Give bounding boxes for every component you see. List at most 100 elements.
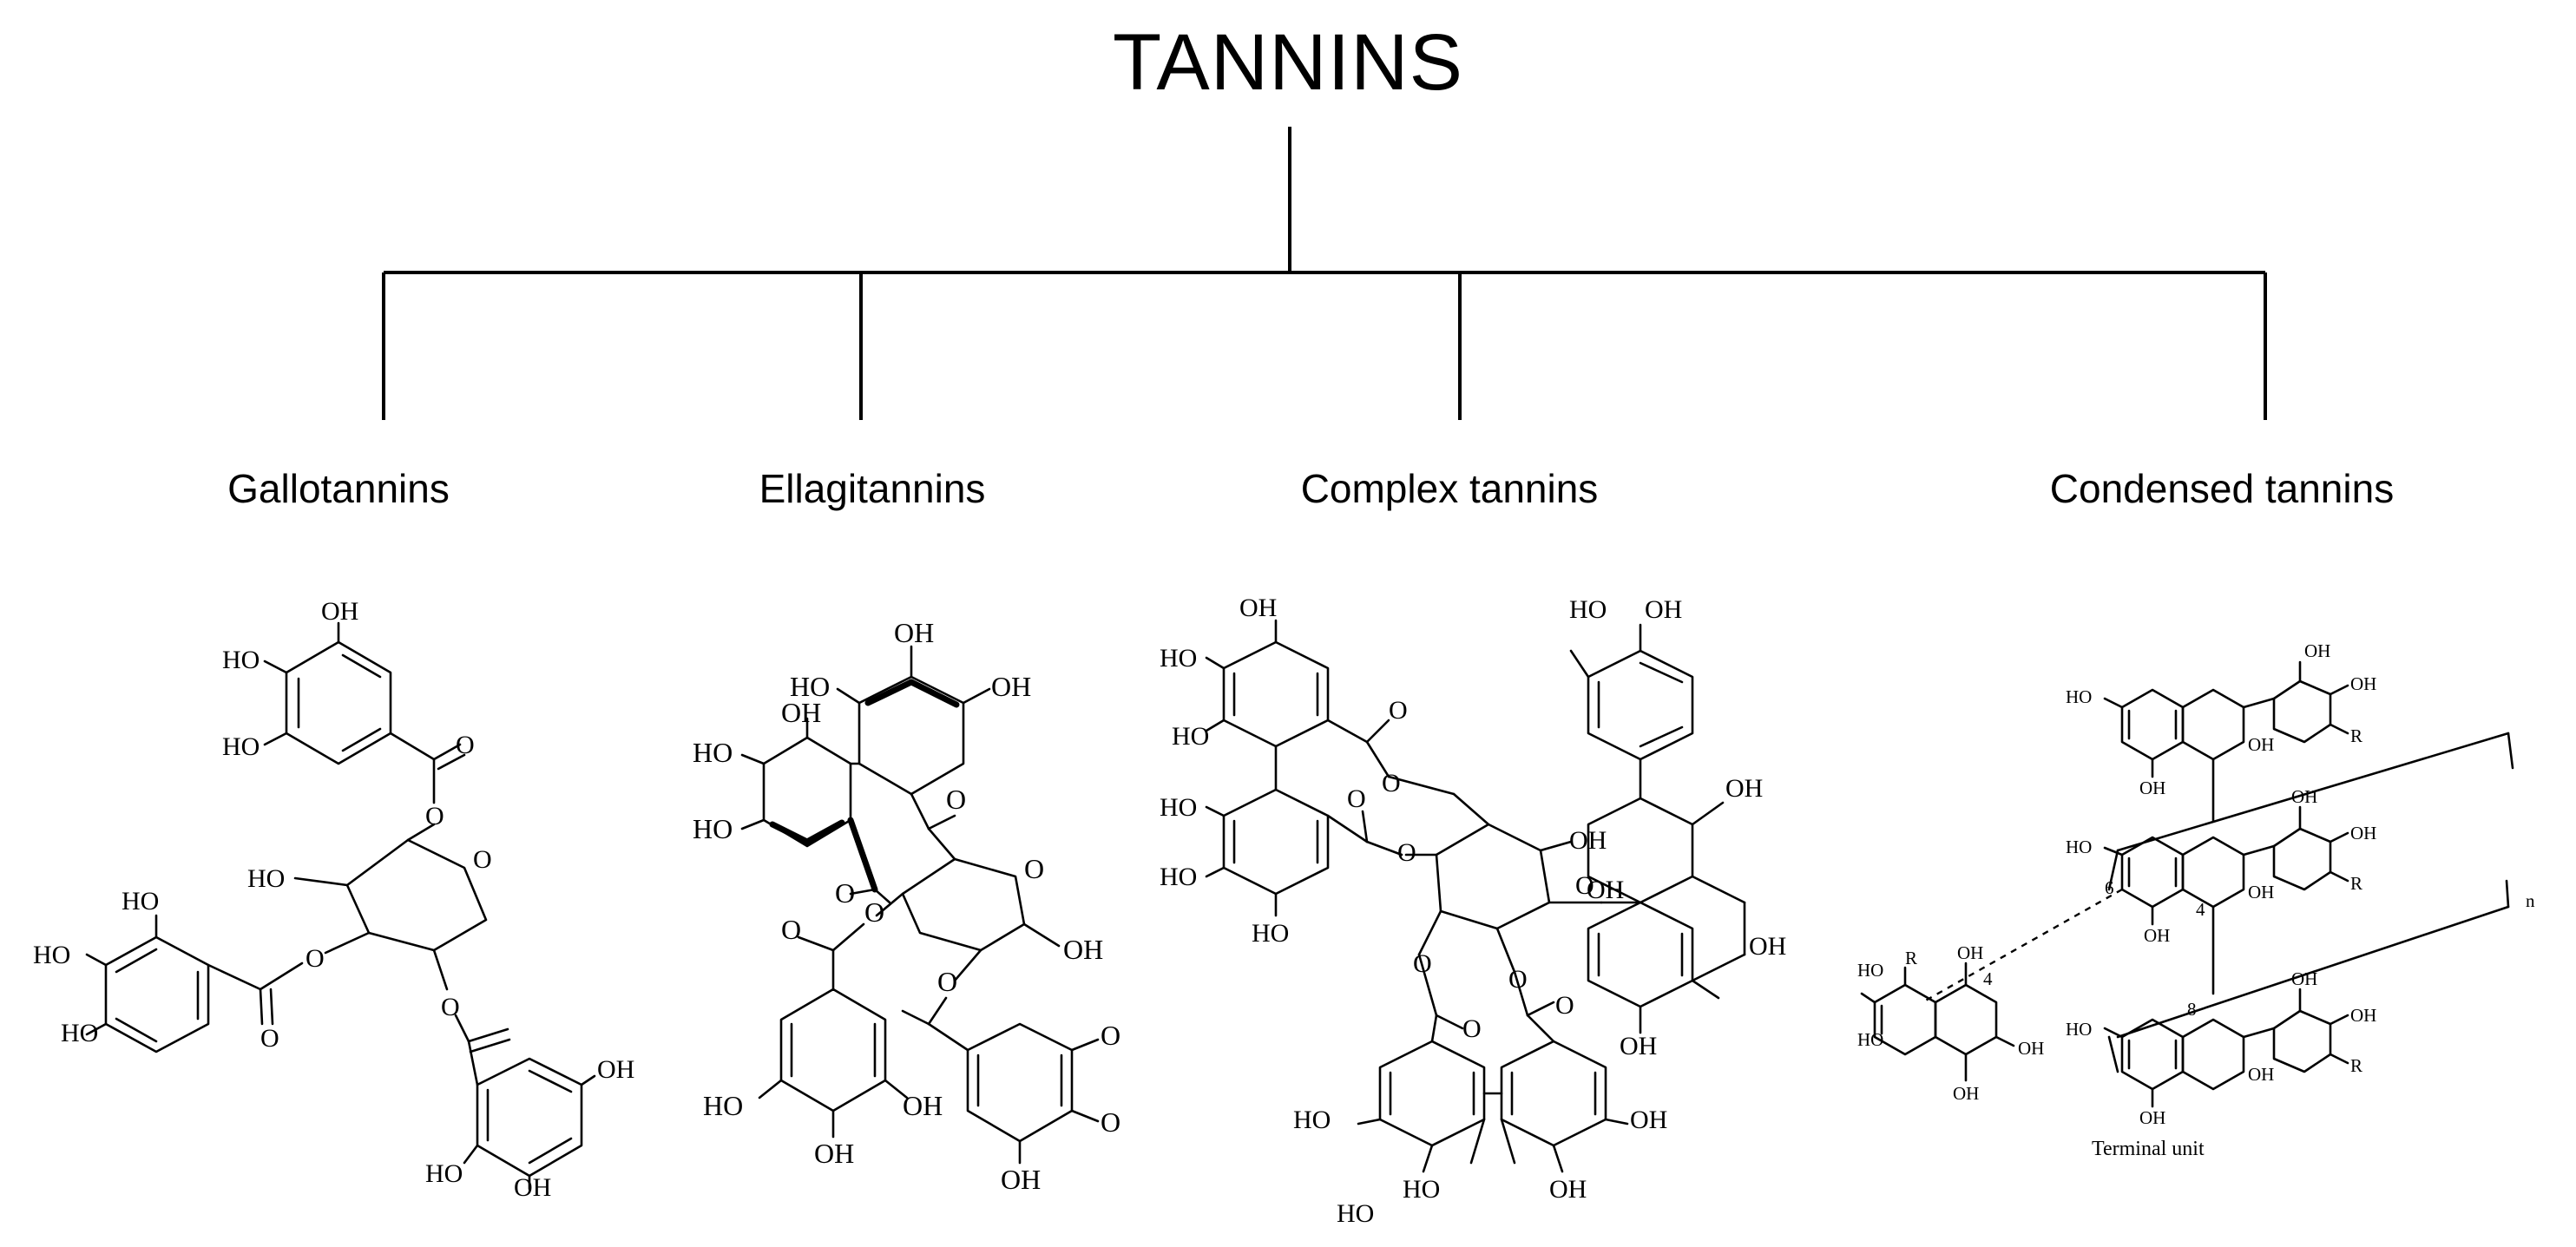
label: OH (814, 1138, 854, 1169)
label: HO (790, 671, 830, 702)
label: HO (247, 864, 285, 893)
label: n (2526, 890, 2535, 911)
label: HO (222, 732, 260, 761)
category-ellagitannins: Ellagitannins (759, 466, 986, 511)
label: O (1347, 784, 1366, 813)
label: O (946, 784, 966, 815)
label: OH (1620, 1032, 1657, 1060)
label: OH (2139, 1107, 2165, 1128)
label: O (1024, 853, 1044, 884)
label: HO (122, 887, 159, 916)
label: HO (1160, 644, 1197, 673)
label: OH (597, 1055, 634, 1084)
label: O (1101, 1020, 1120, 1051)
label: OH (2018, 1038, 2044, 1059)
label: OH (991, 671, 1031, 702)
label: O (473, 845, 492, 874)
label: O (937, 966, 957, 997)
label: 6 (2105, 877, 2114, 898)
label: 8 (2187, 999, 2197, 1020)
label: OH (1630, 1106, 1667, 1134)
label: O (1397, 838, 1416, 867)
label: OH (1549, 1175, 1587, 1204)
label: OH (1957, 942, 1983, 963)
category-condensed-tannins: Condensed tannins (2049, 466, 2395, 511)
label: OH (903, 1090, 943, 1121)
category-gallotannins: Gallotannins (227, 466, 450, 511)
label: R (2350, 1055, 2362, 1076)
label: OH (1725, 774, 1763, 803)
terminal-unit-label: Terminal unit (2092, 1138, 2205, 1160)
label: OH (1749, 932, 1786, 961)
label: OH (2248, 1064, 2274, 1085)
label: O (1575, 871, 1594, 900)
label: OH (2248, 882, 2274, 902)
diagram-title: TANNINS (1113, 18, 1463, 107)
label: HO (425, 1159, 463, 1188)
ellagitannin-structure: OH HO OH OH HO HO O O O O OH O O HO OH O… (693, 617, 1120, 1195)
label: O (1508, 965, 1528, 994)
label: OH (781, 697, 821, 728)
label: OH (2350, 1005, 2376, 1026)
label: O (441, 993, 460, 1021)
label: O (835, 877, 855, 909)
label: O (306, 944, 325, 973)
label: O (425, 802, 444, 830)
label: OH (514, 1173, 551, 1202)
complex-tannin-structure: OH HO HO HO OH OH O O O O O O O O OH OH … (1160, 594, 1786, 1228)
condensed-tannin-structure: OH OH HO OH R OH OH OH HO R n 6 4 OH OH … (1857, 640, 2535, 1160)
label: OH (1569, 826, 1607, 855)
label: HO (1403, 1175, 1440, 1204)
label: OH (2291, 786, 2317, 807)
label: OH (2304, 640, 2330, 661)
label: OH (2144, 925, 2170, 946)
label: OH (321, 597, 358, 626)
label: HO (61, 1019, 98, 1047)
label: O (1555, 991, 1574, 1020)
label: O (456, 731, 475, 759)
label: O (1413, 949, 1432, 978)
label: O (260, 1024, 279, 1053)
label: HO (1172, 722, 1209, 751)
label: OH (2350, 823, 2376, 843)
label: HO (2066, 1019, 2092, 1040)
label: 4 (1983, 968, 1993, 989)
label: HO (1569, 595, 1607, 624)
label: HO (693, 813, 733, 844)
label: O (1462, 1014, 1482, 1043)
label: OH (1587, 876, 1624, 904)
label: R (2350, 873, 2362, 894)
label: HO (33, 941, 70, 969)
label: HO (1160, 863, 1197, 891)
label: O (1389, 696, 1408, 725)
label: O (1382, 769, 1401, 797)
gallotannin-structure: OH HO HO O O O HO O O O HO HO HO OH HO O… (33, 597, 634, 1202)
label: HO (1857, 960, 1883, 981)
label: OH (2350, 673, 2376, 694)
label: OH (2139, 778, 2165, 798)
label: O (781, 914, 801, 945)
label: HO (1857, 1029, 1883, 1050)
label: HO (222, 646, 260, 674)
label: OH (894, 617, 934, 648)
label: OH (2248, 734, 2274, 755)
label: OH (2291, 968, 2317, 989)
label: HO (2066, 686, 2092, 707)
label: R (2350, 725, 2362, 746)
label: OH (1645, 595, 1682, 624)
category-complex-tannins: Complex tannins (1300, 466, 1599, 511)
label: OH (1953, 1083, 1979, 1104)
label: HO (703, 1090, 743, 1121)
label: O (864, 896, 884, 928)
label: HO (1337, 1199, 1374, 1228)
label: 4 (2196, 899, 2205, 920)
label: HO (1252, 919, 1289, 948)
label: R (1905, 948, 1917, 968)
label: HO (2066, 837, 2092, 857)
label: OH (1063, 934, 1103, 965)
label: HO (1160, 793, 1197, 822)
label: HO (693, 737, 733, 768)
label: OH (1239, 594, 1277, 622)
label: O (1101, 1106, 1120, 1138)
